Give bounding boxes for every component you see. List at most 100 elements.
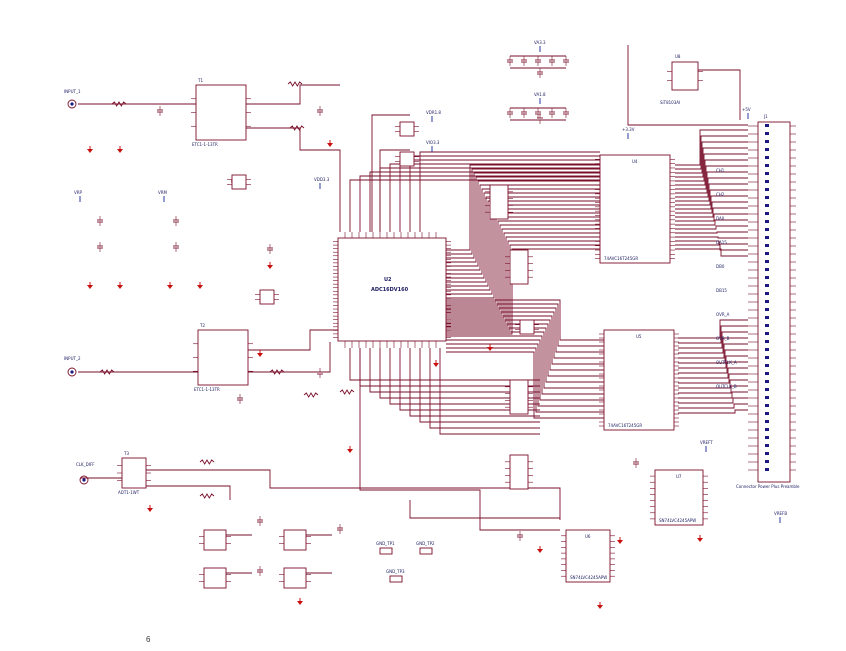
input-label: INPUT_1 [64,89,81,94]
ground-symbol [267,262,273,269]
ground-symbol [327,140,333,147]
ground-symbol [697,535,703,542]
small-ic [515,319,539,335]
supply-label: VREFB [774,511,787,516]
resistor [303,392,319,398]
capacitor [633,458,639,468]
supply-label: VA3.3 [534,40,546,45]
bus-label: DA15 [716,240,727,245]
resistor [287,81,303,87]
testpoint-label: GND_TP3 [386,569,405,574]
transformer-part: ADT1-1WT [118,490,140,495]
capacitor [237,394,243,404]
decoupling-bank [507,107,569,121]
regulator [279,529,332,551]
capacitor [157,106,163,116]
decoupling-bank [507,55,569,69]
capacitor [97,242,103,252]
supply-label: VREFT [700,440,713,445]
capacitor [549,108,555,118]
supply-label: VRP [74,190,83,195]
jumper-array [485,184,513,220]
bus-label: DB0 [716,264,725,269]
sma-connector-icon [67,367,77,377]
capacitor [563,56,569,66]
jumper-array [505,379,533,415]
transformer-ref: T1 [197,78,203,83]
supply-label: +5V [742,107,751,112]
transformer-ref: T2 [199,323,205,328]
supply-label: VIO3.3 [426,140,440,145]
buffer-ref: U7 [676,474,682,479]
capacitor [535,108,541,118]
buffer-u4: U4 74AVC16T245GR [595,154,675,264]
connector-title: Connector Power Plus Preamble [736,484,800,489]
capacitor [97,216,103,226]
jumper-array [505,249,533,285]
resistor [269,369,285,375]
oscillator-part: SiT8103AI [660,100,680,105]
capacitor [507,108,513,118]
buffer-ref: U5 [636,334,642,339]
bus-label: OUTCLK_A [716,360,737,365]
small-ic [395,121,419,137]
regulator [279,567,332,589]
buffer-part: 74AVC16T245GR [604,256,638,261]
adc-part: ADC16DV160 [371,287,409,293]
buffer-ref: U6 [585,534,591,539]
ground-symbol [87,282,93,289]
buffer-u5: U5 74AVC16T245GR [599,329,679,431]
small-ic [395,151,419,167]
input-label: CLK_DIFF [76,462,95,467]
resistor [99,369,115,375]
ground-symbol [617,537,623,544]
capacitor [173,242,179,252]
sma-connector-icon [67,99,77,109]
ground-symbol [87,146,93,153]
capacitor [521,56,527,66]
supply-label: +3.3V [622,127,635,132]
supply-label: VA1.8 [534,92,546,97]
resistor [289,125,305,131]
bus-label: DB15 [716,288,727,293]
regulator [199,529,252,551]
capacitor [517,531,523,541]
bus-label: OUTCLK_B [716,384,737,389]
transformer-ref: T3 [123,451,129,456]
bus-label: OVR_B [716,336,730,341]
resistor [111,101,127,107]
capacitor [257,516,263,526]
capacitor [549,56,555,66]
capacitor [521,108,527,118]
adc-ref: U2 [384,277,392,283]
ground-symbol [487,344,493,351]
ground-symbol [147,505,153,512]
ground-symbol [537,546,543,553]
buffer-part: 74AVC16T245GR [608,423,642,428]
small-ic [227,174,251,190]
ground-symbol [433,360,439,367]
regulator [199,567,252,589]
power-nets: VA3.3VA1.8VDR1.8VIO3.3VDD3.3+3.3V+5VVREF… [74,40,787,523]
ground-symbol [117,146,123,153]
capacitor [337,524,343,534]
buffer-part: SN74LVC4245APW [659,518,696,523]
capacitor [563,108,569,118]
resistor [199,459,215,465]
ground-symbol [117,282,123,289]
buffer-part: SN74LVC4245APW [570,575,607,580]
buffer-ref: U4 [632,159,638,164]
input-label: INPUT_2 [64,356,81,361]
bus-labels: CH1CH2DA0DA15DB0DB15OVR_AOVR_BOUTCLK_AOU… [64,89,737,467]
ground-symbol [257,350,263,357]
capacitor [507,56,513,66]
